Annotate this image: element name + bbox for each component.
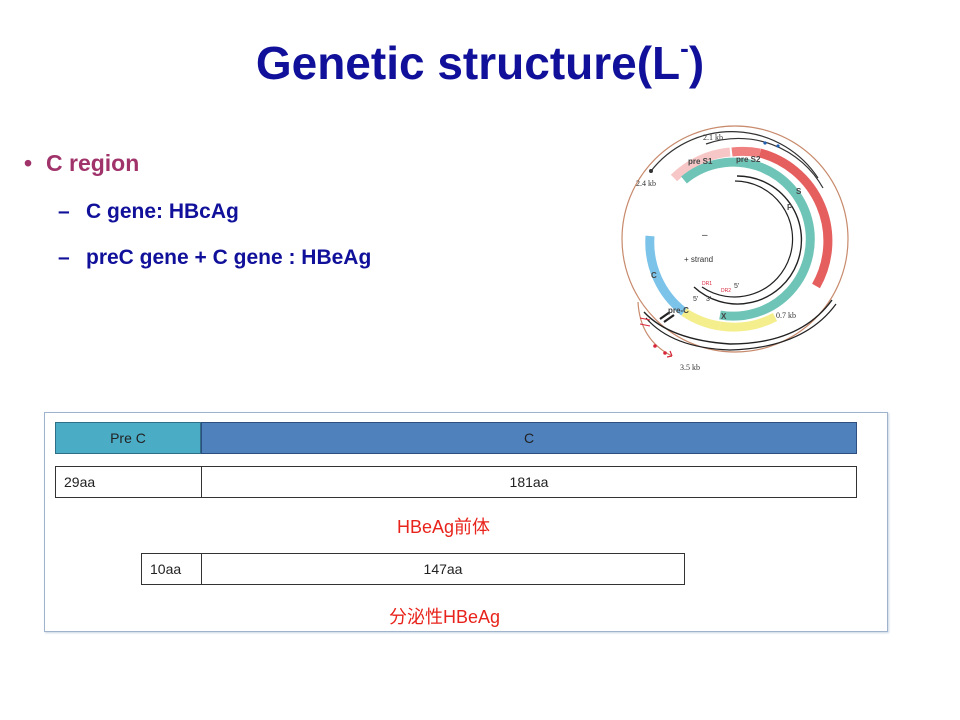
label-s: S (796, 187, 802, 196)
label-pre-s2: pre S2 (736, 155, 761, 164)
transcript-tail-arrow (666, 350, 673, 358)
transcript-marker (653, 344, 657, 348)
label-plus-strand: + strand (684, 255, 713, 264)
label-dr1: DR1 (702, 281, 712, 287)
x-band (719, 312, 778, 332)
sub-bullet-dash: – (58, 200, 70, 223)
title-superscript: - (680, 33, 689, 63)
label-c: C (651, 271, 657, 280)
precursor-c-aa: 181aa (201, 466, 857, 498)
label-minus: – (702, 230, 708, 241)
transcript-marker (663, 351, 667, 355)
sub-bullet-prec-gene-text: preC gene + C gene : HBeAg (86, 246, 372, 269)
label-dr2: DR2 (721, 288, 731, 294)
s-band (758, 148, 833, 289)
hbv-genome-map: 2.1 kb 2.4 kb 0.7 kb 3.5 kb pre S1 pre S… (621, 125, 849, 372)
secreted-hbeag-label: 分泌性HBeAg (389, 607, 501, 627)
pre-c-band (681, 308, 721, 331)
protein-structure-figure: Pre C C 29aa 181aa HBeAg前体 10aa 147aa 分泌… (44, 412, 888, 632)
sub-bullet-dash: – (58, 246, 70, 269)
label-2-1kb: 2.1 kb (703, 133, 723, 142)
pre-s1-band (670, 147, 731, 182)
label-2-4kb: 2.4 kb (636, 179, 656, 188)
label-x: X (721, 312, 727, 321)
label-pre-c: pre-C (668, 306, 689, 315)
polymerase-band (681, 157, 815, 321)
secreted-c-aa: 147aa (201, 553, 685, 585)
direct-repeat-arrows (659, 311, 675, 323)
transcript-blue-dot (763, 141, 767, 145)
bullet-c-region-text: C region (46, 150, 140, 176)
label-5-prime-a: 5' (734, 283, 739, 290)
bullet-marker: • (24, 150, 33, 176)
title-close: ) (688, 37, 705, 89)
minus-strand (693, 175, 803, 305)
label-5-prime-b: 5' (693, 296, 698, 303)
red-ticks (639, 317, 651, 327)
precursor-pre-c-aa: 29aa (55, 466, 202, 498)
transcript-start-dot (649, 169, 653, 173)
pre-c-header: Pre C (55, 422, 201, 454)
slide-title: Genetic structure(L-) (0, 33, 960, 90)
label-0-7kb: 0.7 kb (776, 311, 796, 320)
label-p: P (787, 203, 793, 212)
outer-transcript-circle (621, 125, 849, 353)
hbeag-precursor-label: HBeAg前体 (397, 517, 491, 537)
bullet-c-region: • C region (24, 150, 139, 177)
label-3-5kb: 3.5 kb (680, 363, 700, 372)
secreted-pre-c-aa: 10aa (141, 553, 202, 585)
c-header: C (201, 422, 857, 454)
sub-bullet-prec-gene: –preC gene + C gene : HBeAg (58, 246, 371, 270)
transcript-2-1kb (705, 137, 824, 189)
transcript-2-4kb (650, 131, 819, 179)
pre-s2-band (731, 146, 761, 158)
label-3-prime: 3' (706, 296, 711, 303)
pregenome-strand (643, 299, 833, 345)
plus-strand (701, 180, 794, 298)
pregenome-strand-inner (645, 303, 837, 351)
title-text: Genetic structure(L (255, 37, 681, 89)
transcript-blue-dot (776, 144, 780, 148)
core-band (645, 235, 687, 316)
label-pre-s1: pre S1 (688, 157, 713, 166)
sub-bullet-c-gene: –C gene: HBcAg (58, 200, 239, 224)
sub-bullet-c-gene-text: C gene: HBcAg (86, 200, 239, 223)
